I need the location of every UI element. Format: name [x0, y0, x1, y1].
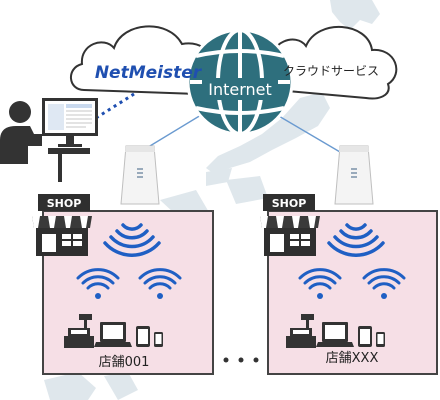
more-shops-ellipsis — [223, 357, 259, 363]
access-point-icon — [334, 145, 374, 205]
shop-sign-001 — [38, 194, 90, 211]
person-at-desktop-icon — [0, 98, 98, 182]
netmeister-logo: NetMeister — [95, 63, 203, 83]
shop-sign-xxx — [263, 194, 315, 211]
link-line-admin — [95, 92, 135, 120]
shop-storefront-icon — [31, 215, 93, 257]
shop-name-xxx: 店舗XXX — [326, 351, 379, 366]
shop-name-001: 店舗001 — [99, 355, 150, 370]
shop-sign-label-001: SHOP — [47, 197, 82, 210]
link-line-shop-001 — [139, 111, 207, 153]
shop-storefront-icon — [259, 215, 321, 257]
cloud-service-label: クラウドサービス — [283, 64, 379, 78]
access-point-icon — [120, 145, 160, 205]
internet-label: Internet — [208, 80, 272, 99]
internet-label-box — [202, 78, 278, 100]
shop-sign-label-xxx: SHOP — [272, 197, 307, 210]
link-line-shop-xxx — [271, 111, 341, 153]
